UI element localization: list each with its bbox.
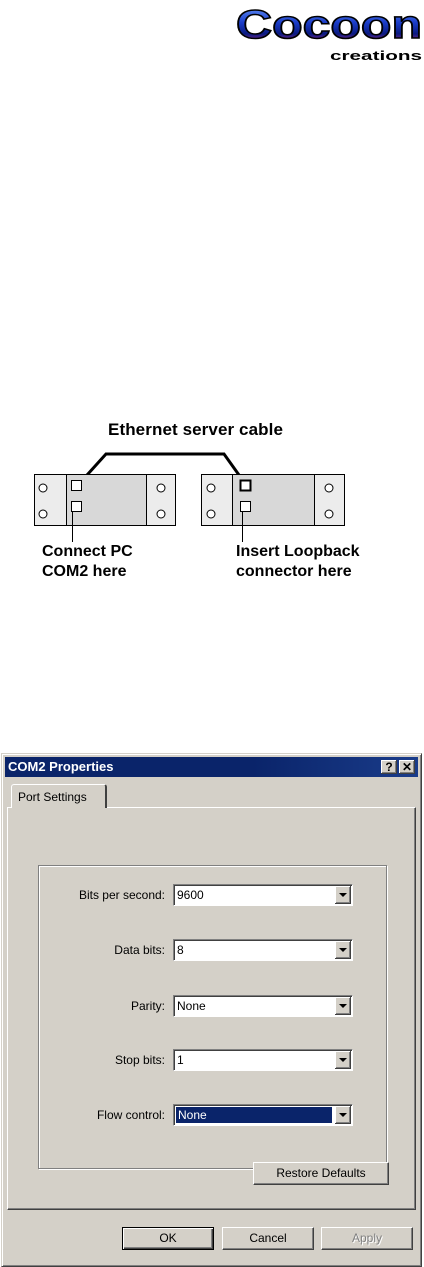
stop-bits-value: 1 bbox=[177, 1053, 184, 1067]
parity-select[interactable]: None bbox=[173, 995, 353, 1017]
left-caption: Connect PC COM2 here bbox=[42, 542, 133, 582]
restore-defaults-button[interactable]: Restore Defaults bbox=[253, 1162, 389, 1185]
tab-port-settings-label: Port Settings bbox=[18, 790, 87, 804]
logo-word: Cocoon bbox=[236, 3, 422, 47]
chevron-down-icon[interactable] bbox=[335, 941, 351, 959]
port-settings-panel: Bits per second: 9600 Data bits: 8 Parit… bbox=[7, 807, 416, 1210]
left-caption-line-2: COM2 here bbox=[42, 562, 133, 582]
left-caption-line-1: Connect PC bbox=[42, 542, 133, 562]
right-upper-port bbox=[241, 481, 251, 491]
left-port-panel bbox=[35, 475, 176, 543]
right-caption-line-2: connector here bbox=[236, 562, 360, 582]
chevron-down-icon[interactable] bbox=[335, 886, 351, 904]
stop-bits-select[interactable]: 1 bbox=[173, 1049, 353, 1071]
connection-diagram: Ethernet server cable bbox=[0, 410, 424, 600]
data-bits-label: Data bits: bbox=[114, 943, 165, 957]
right-loopback-port bbox=[241, 502, 251, 512]
ok-button[interactable]: OK bbox=[122, 1227, 214, 1250]
left-com-port bbox=[72, 502, 82, 512]
com2-properties-dialog: COM2 Properties ? ✕ Port Settings Bits p… bbox=[1, 753, 422, 1267]
right-caption: Insert Loopback connector here bbox=[236, 542, 360, 582]
left-upper-port bbox=[72, 481, 82, 491]
parity-value: None bbox=[177, 999, 206, 1013]
parity-label: Parity: bbox=[131, 999, 165, 1013]
dialog-titlebar[interactable]: COM2 Properties ? ✕ bbox=[5, 757, 418, 777]
logo-graphic: Cocoon creations bbox=[234, 0, 424, 64]
tab-port-settings[interactable]: Port Settings bbox=[11, 784, 107, 808]
cocoon-creations-logo: Cocoon creations bbox=[234, 0, 424, 64]
data-bits-value: 8 bbox=[177, 943, 184, 957]
stop-bits-label: Stop bits: bbox=[115, 1053, 165, 1067]
help-button[interactable]: ? bbox=[381, 760, 397, 774]
bits-per-second-select[interactable]: 9600 bbox=[173, 884, 353, 906]
flow-control-select[interactable]: None bbox=[173, 1104, 353, 1126]
bits-per-second-label: Bits per second: bbox=[79, 888, 165, 902]
chevron-down-icon[interactable] bbox=[335, 1051, 351, 1069]
logo-subtitle: creations bbox=[330, 48, 422, 63]
right-caption-line-1: Insert Loopback bbox=[236, 542, 360, 562]
right-port-panel bbox=[202, 475, 345, 543]
close-button[interactable]: ✕ bbox=[399, 760, 415, 774]
chevron-down-icon[interactable] bbox=[335, 997, 351, 1015]
chevron-down-icon[interactable] bbox=[335, 1106, 351, 1124]
dialog-title: COM2 Properties bbox=[8, 759, 113, 774]
flow-control-label: Flow control: bbox=[97, 1108, 165, 1122]
flow-control-value: None bbox=[176, 1107, 332, 1123]
cancel-button[interactable]: Cancel bbox=[222, 1227, 314, 1250]
apply-button[interactable]: Apply bbox=[321, 1227, 413, 1250]
bits-per-second-value: 9600 bbox=[177, 888, 204, 902]
data-bits-select[interactable]: 8 bbox=[173, 939, 353, 961]
